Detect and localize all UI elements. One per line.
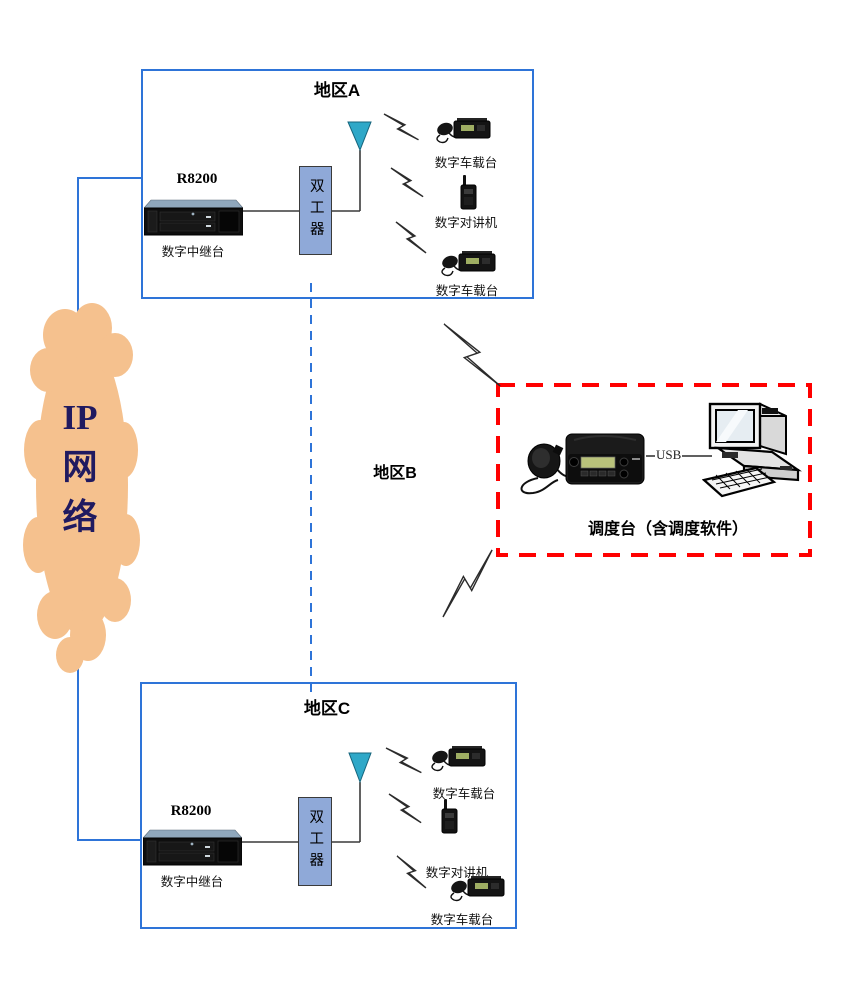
region-c-box (140, 682, 517, 929)
region-a-handheld-radio-icon (460, 175, 477, 210)
region-a-mobile-radio-bottom-label: 数字车载台 (435, 284, 499, 298)
region-a-title: 地区A (313, 81, 361, 100)
rf-link-bolts (383, 113, 514, 889)
region-a-duplexer: 双工器 (299, 166, 332, 255)
bolt-dispatch-top-icon (430, 324, 513, 386)
region-c-mobile-radio-top-label: 数字车载台 (432, 787, 496, 801)
bolt-c-bottom-icon (396, 855, 427, 889)
region-a-handheld-radio-label: 数字对讲机 (434, 216, 498, 230)
region-c-repeater-icon (143, 829, 242, 866)
bolt-c-top-icon (385, 747, 422, 774)
ip-network-line2: 网 (62, 448, 98, 487)
region-c-title: 地区C (303, 699, 351, 718)
region-c-duplexer-label: 双工器 (307, 809, 324, 874)
region-a-wiring (243, 150, 361, 212)
usb-label: USB (655, 447, 683, 462)
region-a-repeater-model: R8200 (176, 171, 218, 187)
region-a-box (141, 69, 534, 299)
region-c-repeater-model: R8200 (170, 803, 212, 819)
dispatch-radio-icon (520, 433, 645, 495)
region-a-duplexer-label: 双工器 (307, 178, 324, 243)
region-c-wiring (241, 782, 361, 843)
dispatch-computer-icon (702, 402, 802, 498)
region-c-repeater-label: 数字中继台 (160, 875, 224, 889)
region-c-handheld-radio-icon (441, 799, 458, 834)
bolt-a-mid-icon (390, 167, 424, 198)
bolt-dispatch-bottom-icon (443, 542, 492, 624)
ip-network-line1: IP (62, 398, 98, 437)
region-a-mobile-radio-top-icon (436, 118, 491, 144)
region-c-mobile-radio-bottom-label: 数字车载台 (430, 913, 494, 927)
region-c-duplexer: 双工器 (298, 797, 332, 886)
bolt-c-mid-icon (388, 793, 422, 824)
region-c-mobile-radio-top-icon (431, 746, 486, 772)
region-a-mobile-radio-bottom-icon (441, 251, 496, 277)
region-a-repeater-icon (144, 199, 243, 236)
ip-network-label: IP 网 络 (48, 393, 112, 543)
ip-network-line3: 络 (62, 498, 98, 537)
region-a-mobile-radio-top-label: 数字车载台 (434, 156, 498, 170)
bolt-a-top-icon (383, 113, 419, 141)
region-c-antenna-icon (348, 752, 372, 784)
ip-network-cloud (23, 303, 140, 673)
region-b-title: 地区B (373, 465, 417, 482)
region-a-antenna-icon (347, 121, 372, 152)
dispatch-console-label: 调度台（含调度软件） (587, 521, 749, 538)
dispatch-console-box (496, 383, 812, 557)
region-c-mobile-radio-bottom-icon (450, 876, 505, 902)
bolt-a-bottom-icon (395, 221, 427, 254)
region-a-repeater-label: 数字中继台 (161, 245, 225, 259)
